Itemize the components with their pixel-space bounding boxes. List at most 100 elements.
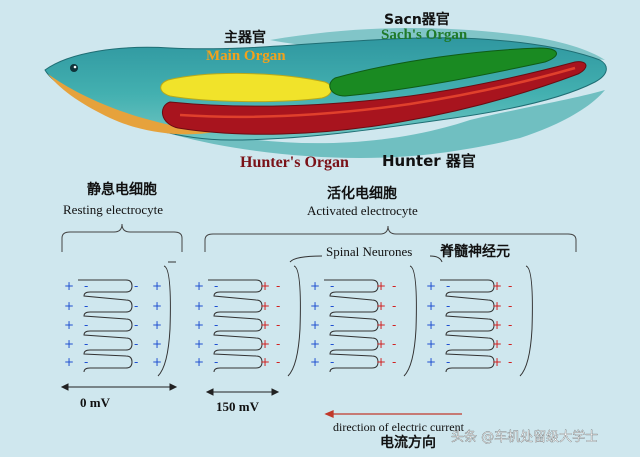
main-organ-shape	[160, 72, 332, 103]
charge-plus-outer: +	[426, 318, 436, 332]
charge-plus-active: +	[492, 279, 502, 293]
electrocyte-membrane	[440, 279, 495, 373]
charge-minus-active: -	[392, 355, 396, 369]
nerve-fiber	[403, 265, 417, 377]
watermark-text: 头条 @车机处留级大学士	[451, 429, 598, 445]
electrocyte-stacks: +--++--++--++--++--++-+-+-+-+-+-+-+-+-+-…	[64, 265, 533, 377]
eel-eye	[70, 64, 78, 72]
charge-minus-inner-right: -	[134, 337, 138, 351]
resting-voltage-label: 0 mV	[80, 395, 111, 410]
charge-plus-outer: +	[64, 299, 74, 313]
charge-plus-outer: +	[64, 355, 74, 369]
charge-minus-active: -	[508, 299, 512, 313]
charge-minus-inner: -	[330, 279, 334, 293]
sach-organ-en-label: Sach's Organ	[381, 27, 468, 43]
charge-plus-outer: +	[310, 337, 320, 351]
charge-plus-outer-right: +	[152, 318, 162, 332]
charge-minus-inner-right: -	[134, 299, 138, 313]
charge-plus-active: +	[260, 318, 270, 332]
main-organ-cn-label: 主器官	[224, 29, 266, 46]
charge-minus-inner: -	[446, 318, 450, 332]
charge-minus-active: -	[508, 337, 512, 351]
eel-ventral-fin	[175, 90, 605, 158]
eel-belly	[48, 74, 215, 135]
charge-plus-outer-right: +	[152, 279, 162, 293]
charge-plus-outer: +	[194, 299, 204, 313]
charge-minus-inner: -	[446, 299, 450, 313]
spinal-neurones-cn-label: 脊髓神经元	[439, 243, 510, 260]
charge-plus-active: +	[492, 318, 502, 332]
charge-minus-active: -	[276, 299, 280, 313]
charge-plus-outer: +	[194, 318, 204, 332]
charge-plus-active: +	[376, 355, 386, 369]
spinal-nerve-lines	[168, 255, 443, 263]
charge-minus-active: -	[508, 318, 512, 332]
resting-cn-label: 静息电细胞	[87, 181, 157, 198]
charge-minus-active: -	[392, 337, 396, 351]
charge-plus-outer-right: +	[152, 299, 162, 313]
charge-minus-active: -	[276, 355, 280, 369]
charge-plus-active: +	[260, 355, 270, 369]
charge-minus-active: -	[276, 337, 280, 351]
charge-plus-outer: +	[194, 279, 204, 293]
charge-plus-active: +	[260, 299, 270, 313]
sach-organ-cn-label: Sacn器官	[384, 11, 450, 28]
electrocyte-membrane	[324, 279, 379, 373]
charge-minus-inner-right: -	[134, 355, 138, 369]
charge-plus-outer-right: +	[152, 337, 162, 351]
activated-brace	[204, 225, 577, 252]
current-direction-arrow	[324, 410, 462, 418]
charge-minus-inner: -	[84, 337, 88, 351]
activated-en-label: Activated electrocyte	[307, 203, 418, 218]
electrocyte-membrane	[78, 279, 133, 373]
charge-minus-active: -	[508, 279, 512, 293]
direction-en-label: direction of electric current	[333, 420, 465, 434]
charge-minus-inner: -	[330, 318, 334, 332]
charge-plus-active: +	[492, 337, 502, 351]
hunter-organ-cn-label: Hunter 器官	[382, 152, 476, 170]
activated-voltage-arrow	[205, 388, 280, 396]
charge-plus-active: +	[260, 337, 270, 351]
charge-plus-active: +	[492, 355, 502, 369]
charge-plus-outer: +	[310, 355, 320, 369]
charge-plus-active: +	[376, 318, 386, 332]
nerve-fiber	[287, 265, 301, 377]
charge-plus-outer: +	[310, 279, 320, 293]
charge-plus-outer: +	[194, 355, 204, 369]
charge-plus-outer: +	[64, 279, 74, 293]
charge-minus-inner: -	[84, 355, 88, 369]
charge-minus-inner: -	[446, 337, 450, 351]
eel-illustration	[44, 28, 607, 158]
charge-plus-outer: +	[64, 318, 74, 332]
charge-plus-active: +	[376, 337, 386, 351]
activated-cn-label: 活化电细胞	[327, 185, 397, 202]
charge-minus-inner: -	[214, 279, 218, 293]
charge-minus-inner: -	[214, 299, 218, 313]
charge-plus-outer-right: +	[152, 355, 162, 369]
electrocyte-membrane	[208, 279, 263, 373]
charge-minus-inner: -	[446, 355, 450, 369]
charge-plus-active: +	[260, 279, 270, 293]
charge-minus-active: -	[392, 299, 396, 313]
direction-cn-label: 电流方向	[380, 434, 436, 451]
spinal-neurones-en-label: Spinal Neurones	[326, 244, 412, 259]
charge-minus-inner-right: -	[134, 279, 138, 293]
charge-minus-inner: -	[84, 318, 88, 332]
sach-organ-shape	[329, 47, 557, 97]
charge-plus-active: +	[376, 279, 386, 293]
charge-minus-inner-right: -	[134, 318, 138, 332]
charge-minus-active: -	[392, 318, 396, 332]
resting-en-label: Resting electrocyte	[63, 202, 163, 217]
charge-plus-outer: +	[426, 355, 436, 369]
activated-voltage-label: 150 mV	[216, 399, 260, 414]
charge-minus-inner: -	[84, 279, 88, 293]
charge-minus-inner: -	[84, 299, 88, 313]
resting-brace	[61, 223, 183, 252]
charge-minus-active: -	[508, 355, 512, 369]
hunter-organ-en-label: Hunter's Organ	[240, 154, 349, 171]
charge-minus-inner: -	[330, 355, 334, 369]
charge-plus-outer: +	[426, 279, 436, 293]
charge-plus-active: +	[492, 299, 502, 313]
charge-minus-active: -	[392, 279, 396, 293]
